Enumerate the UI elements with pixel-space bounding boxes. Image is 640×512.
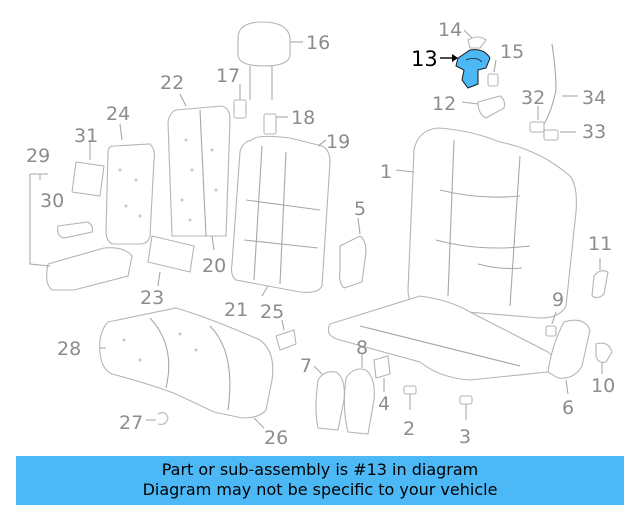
- trim-6: [547, 319, 591, 395]
- headrest-guide-18: [263, 113, 288, 135]
- callout-13: 13: [411, 47, 438, 71]
- callout-34: 34: [582, 87, 606, 109]
- clip-15: [487, 59, 499, 87]
- headrest-16: [237, 21, 303, 100]
- pad-31: [71, 140, 105, 197]
- callout-21: 21: [224, 299, 248, 321]
- clip-27: [146, 412, 169, 425]
- callout-17: 17: [216, 65, 240, 87]
- callout-15: 15: [500, 41, 524, 63]
- callout-6: 6: [562, 397, 574, 419]
- callout-24: 24: [106, 103, 130, 125]
- callout-30: 30: [40, 190, 64, 212]
- notice-line-1: Part or sub-assembly is #13 in diagram: [161, 460, 479, 479]
- bracket-32: [529, 106, 545, 133]
- highlighted-part-13: [440, 49, 491, 89]
- notice-line-2: Diagram may not be specific to your vehi…: [142, 480, 498, 499]
- bracket-33: [543, 129, 576, 141]
- knob-14: [463, 29, 487, 49]
- callout-18: 18: [291, 107, 315, 129]
- hinge-cover-7: [313, 365, 345, 431]
- callout-14: 14: [438, 19, 462, 41]
- callout-19: 19: [326, 131, 350, 153]
- back-panel-24: [105, 123, 156, 245]
- seat-back-cover-19: [230, 135, 331, 297]
- seat-cushion-28: [99, 307, 274, 429]
- seat-back-pad-22: [167, 93, 231, 251]
- callout-10: 10: [591, 375, 615, 397]
- callout-9: 9: [552, 289, 564, 311]
- callout-33: 33: [582, 121, 606, 143]
- callout-11: 11: [588, 233, 612, 255]
- callout-22: 22: [160, 72, 184, 94]
- callout-4: 4: [378, 393, 390, 415]
- callout-2: 2: [403, 418, 415, 440]
- callout-12: 12: [432, 93, 456, 115]
- cable-34: [543, 43, 578, 125]
- callout-1: 1: [380, 161, 392, 183]
- callout-3: 3: [459, 426, 471, 448]
- callout-20: 20: [202, 255, 226, 277]
- bolt-3: [459, 395, 473, 420]
- hinge-cover-5: [338, 217, 367, 289]
- callout-25: 25: [260, 301, 284, 323]
- clip-9: [545, 311, 557, 337]
- callout-5: 5: [354, 198, 366, 220]
- cap-10: [595, 342, 613, 374]
- callout-labels: 1 2 3 4 5 6 7 8 9 10 11 12 13 14 15 16 1…: [26, 19, 615, 449]
- hinge-cover-8: [343, 354, 375, 435]
- callout-32: 32: [521, 87, 545, 109]
- bolt-2: [403, 385, 417, 410]
- cover-11: [591, 258, 609, 299]
- callout-7: 7: [300, 355, 312, 377]
- bracket-25: [275, 319, 297, 351]
- callout-26: 26: [264, 427, 288, 449]
- callout-8: 8: [356, 337, 368, 359]
- armrest-29: [29, 173, 133, 291]
- bracket-4: [373, 355, 391, 392]
- callout-23: 23: [140, 287, 164, 309]
- seat-frame-1: [327, 127, 577, 381]
- callout-16: 16: [306, 32, 330, 54]
- callout-31: 31: [74, 125, 98, 147]
- callout-29: 29: [26, 145, 50, 167]
- diagram-notice-banner: Part or sub-assembly is #13 in diagram D…: [16, 456, 624, 505]
- callout-28: 28: [57, 338, 81, 360]
- cushion-piece-23: [147, 235, 195, 287]
- headrest-guide-17: [233, 84, 247, 119]
- callout-27: 27: [119, 412, 143, 434]
- cupholder-30: [57, 221, 94, 239]
- latch-cover-12: [461, 95, 506, 119]
